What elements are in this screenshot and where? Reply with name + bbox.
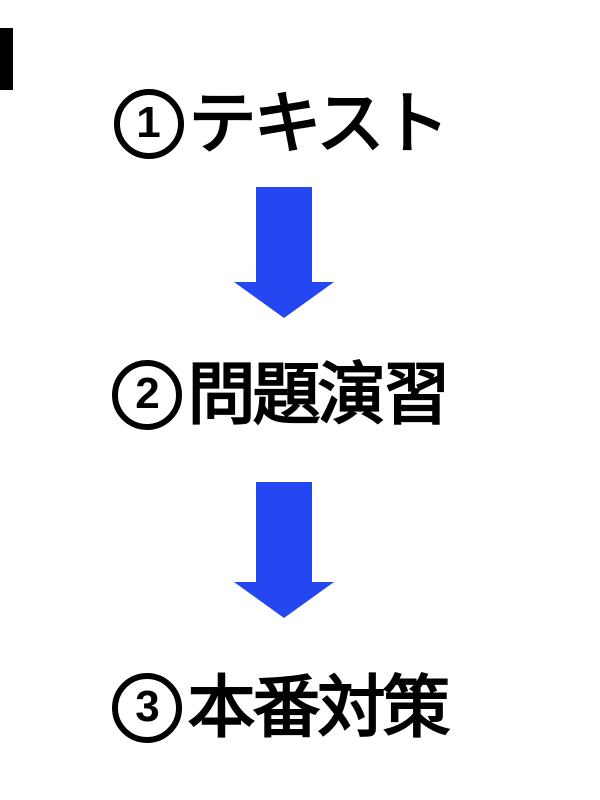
step-1-label: テキスト [188,86,450,162]
down-arrow-icon [234,187,334,318]
step-1-number-circle: 1 [113,89,184,159]
step-3-digit: 3 [135,682,160,731]
down-arrow-shaft [256,187,312,282]
down-arrow-head [234,582,334,618]
down-arrow-shaft [256,482,312,582]
step-3-number-circle: 3 [112,673,183,743]
step-2-label: 問題演習 [187,357,450,433]
step-2-digit: 2 [135,369,160,418]
step-2-number-circle: 2 [112,360,183,430]
down-arrow-icon [234,482,334,618]
step-1: 1 テキスト [0,84,560,164]
step-1-digit: 1 [136,98,161,147]
step-2: 2 問題演習 [0,355,560,435]
corner-bar [0,28,13,90]
step-3: 3 本番対策 [0,668,560,748]
down-arrow-head [234,282,334,318]
step-3-label: 本番対策 [187,670,450,746]
